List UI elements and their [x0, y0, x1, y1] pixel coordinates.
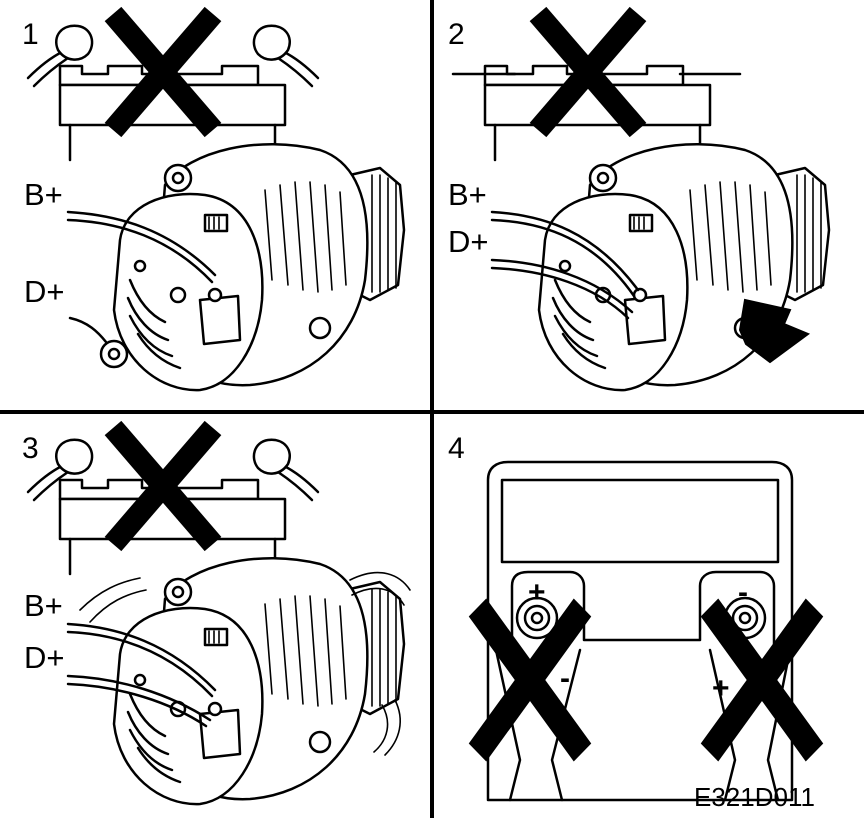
vibration-lines [79, 577, 141, 611]
cable-clamp-right [708, 648, 737, 802]
cable-clamp-left [494, 648, 522, 802]
panel-2-number: 2 [448, 18, 465, 51]
reversed-negative-mark: - [560, 662, 570, 695]
alternator [112, 142, 406, 392]
reversed-positive-mark: + [712, 672, 730, 705]
panel-2: 2 B+ D+ [448, 14, 831, 392]
alternator [537, 142, 831, 392]
panel-1-number: 1 [22, 18, 39, 51]
b-plus-label: B+ [24, 177, 63, 212]
d-plus-wire-disconnected [68, 316, 108, 344]
d-plus-label: D+ [24, 274, 65, 309]
panel-1: 1 B+ D+ [22, 14, 406, 392]
d-plus-label: D+ [24, 640, 65, 675]
disconnected-cable-right [252, 24, 320, 88]
positive-symbol: + [528, 576, 546, 609]
b-plus-label: B+ [448, 177, 487, 212]
panel-3-number: 3 [22, 432, 39, 465]
b-plus-label: B+ [24, 588, 63, 623]
b-plus-wire [66, 210, 217, 277]
alternator [112, 556, 406, 806]
negative-symbol: - [738, 576, 748, 609]
d-plus-label: D+ [448, 224, 489, 259]
panel-4: 4 + - - + E321D011 [448, 432, 815, 812]
panel-3: 3 B+ D+ [22, 428, 411, 806]
battery-label-area [500, 478, 780, 564]
figure-code: E321D011 [694, 782, 815, 812]
rotation-arrow [738, 298, 811, 364]
panel-4-number: 4 [448, 432, 465, 465]
